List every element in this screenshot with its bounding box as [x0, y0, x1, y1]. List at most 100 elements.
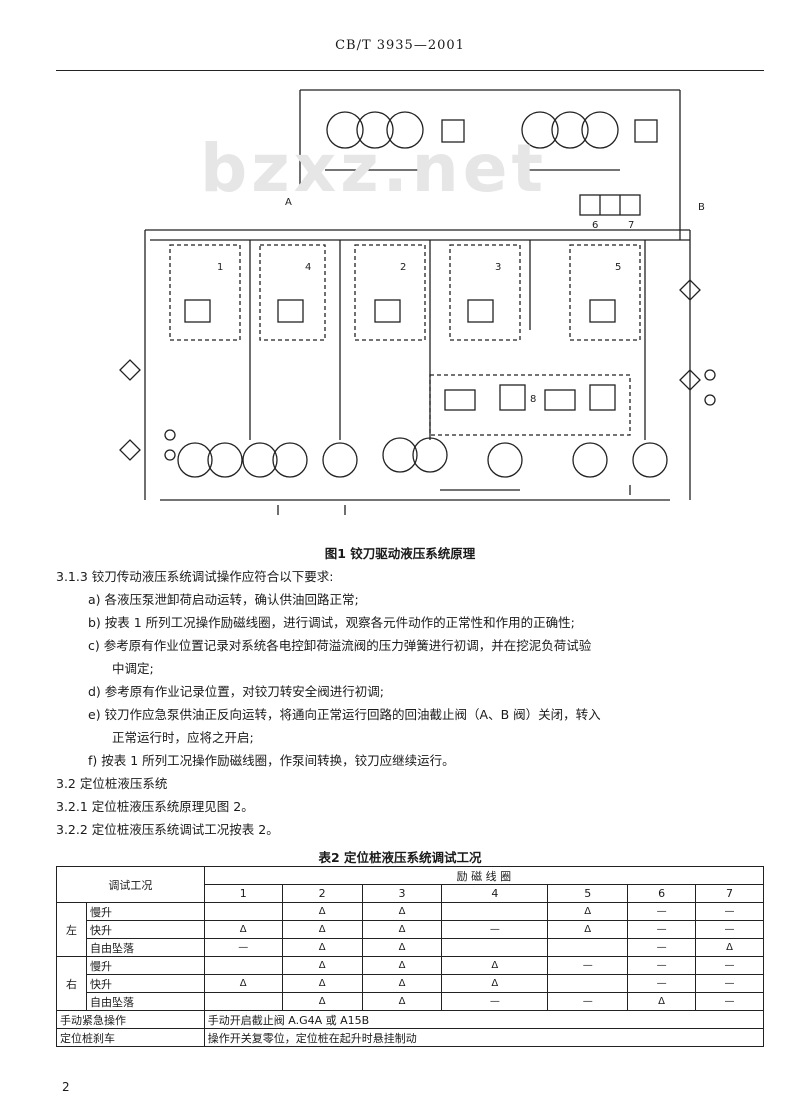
pile-brake-label: 定位桩刹车: [56, 1028, 205, 1047]
table-row: 自由坠落 Δ Δ — — Δ —: [57, 992, 764, 1011]
item-d: d) 参考原有作业记录位置，对铰刀转安全阀进行初调;: [88, 684, 384, 699]
table-cell: —: [547, 992, 629, 1011]
table-cell: Δ: [281, 902, 363, 921]
table2-title: 表2 定位桩液压系统调试工况: [318, 850, 482, 865]
table-cell: [547, 974, 629, 993]
table-cell: [203, 902, 283, 921]
table-cell: Δ: [281, 992, 363, 1011]
valve-label-2: 2: [400, 262, 406, 273]
table-cell: Δ: [695, 938, 764, 957]
pile-brake-value: 操作开关复零位，定位桩在起升时悬挂制动: [203, 1028, 765, 1047]
figure-caption: 图1 铰刀驱动液压系统原理: [324, 546, 476, 561]
table-cell: —: [695, 974, 764, 993]
row-label: 快升: [85, 920, 205, 939]
item-c-line1: c) 参考原有作业位置记录对系统各电控卸荷溢流阀的压力弹簧进行初调，并在挖泥负荷…: [88, 638, 592, 653]
table-cell: Δ: [627, 992, 697, 1011]
item-e-line1: e) 铰刀作应急泵供油正反向运转，将通向正常运行回路的回油截止阀（A、B 阀）关…: [88, 707, 601, 722]
table-cell: —: [627, 956, 697, 975]
table-cell: Δ: [281, 920, 363, 939]
para-3-2-1: 3.2.1 定位桩液压系统原理见图 2。: [56, 799, 254, 814]
table-cell: Δ: [361, 992, 443, 1011]
manual-operation-label: 手动紧急操作: [56, 1010, 205, 1029]
coil-number: 1: [203, 884, 283, 903]
para-3-2-2: 3.2.2 定位桩液压系统调试工况按表 2。: [56, 822, 279, 837]
coil-number: 6: [627, 884, 697, 903]
table-cell: [203, 956, 283, 975]
valve-label-1: 1: [217, 262, 223, 273]
table-row: 手动紧急操作 手动开启截止阀 A.G4A 或 A15B: [56, 1010, 765, 1029]
table-cell: Δ: [441, 974, 549, 993]
valve-label-8: 8: [530, 394, 536, 405]
table-row: 快升 Δ Δ Δ Δ — —: [57, 974, 764, 993]
table-cell: —: [695, 902, 764, 921]
standard-code-header: CB/T 3935—2001: [335, 38, 465, 53]
table-cell: Δ: [361, 938, 443, 957]
table-row: 右 慢升 Δ Δ Δ — — —: [56, 956, 764, 1011]
hydraulic-schematic-figure: 1 4 2 3 5 A B 6 7 8: [119, 89, 716, 515]
coil-number: 3: [361, 884, 443, 903]
table-cell: —: [695, 956, 764, 975]
group-label-left: 左: [56, 902, 87, 957]
table-row: 定位桩刹车 操作开关复零位，定位桩在起升时悬挂制动: [56, 1028, 765, 1047]
row-label: 慢升: [85, 902, 205, 921]
table-cell: —: [695, 920, 764, 939]
table-cell: Δ: [361, 902, 443, 921]
valve-label-a: A: [285, 197, 292, 208]
page-number: 2: [62, 1080, 70, 1094]
item-a: a) 各液压泵泄卸荷启动运转，确认供油回路正常;: [88, 592, 359, 607]
table-cell: Δ: [441, 956, 549, 975]
valve-label-7: 7: [628, 220, 634, 231]
valve-label-5: 5: [615, 262, 621, 273]
row-label: 快升: [85, 974, 205, 993]
table-cell: Δ: [361, 956, 443, 975]
row-label: 自由坠落: [85, 938, 205, 957]
table-row: 快升 Δ Δ Δ — Δ — —: [57, 920, 764, 939]
item-b: b) 按表 1 所列工况操作励磁线圈，进行调试，观察各元件动作的正常性和作用的正…: [88, 615, 575, 630]
table-cell: —: [441, 992, 549, 1011]
group-label-right: 右: [56, 956, 87, 1011]
table-cell: [441, 938, 549, 957]
table-cell: —: [547, 956, 629, 975]
table-cell: —: [627, 902, 697, 921]
coil-number: 7: [695, 884, 764, 903]
table-cell: [203, 992, 283, 1011]
table-cell: —: [441, 920, 549, 939]
coil-number: 4: [441, 884, 549, 903]
table-cell: Δ: [281, 938, 363, 957]
table-cell: Δ: [281, 974, 363, 993]
table-cell: Δ: [203, 974, 283, 993]
header-rule: [56, 70, 764, 71]
valve-label-6: 6: [592, 220, 598, 231]
table-cell: Δ: [361, 920, 443, 939]
para-3-1-3: 3.1.3 铰刀传动液压系统调试操作应符合以下要求:: [56, 569, 334, 584]
item-c-line2: 中调定;: [112, 661, 154, 676]
valve-label-4: 4: [305, 262, 311, 273]
manual-operation-value: 手动开启截止阀 A.G4A 或 A15B: [203, 1010, 765, 1029]
table-cell: Δ: [361, 974, 443, 993]
table-cell: —: [695, 992, 764, 1011]
row-label: 慢升: [85, 956, 205, 975]
coil-number: 2: [281, 884, 363, 903]
table-cell: Δ: [281, 956, 363, 975]
table2-header-coils: 励 磁 线 圈: [203, 866, 765, 885]
heading-3-2: 3.2 定位桩液压系统: [56, 776, 168, 791]
table-row: 左 慢升 Δ Δ Δ — —: [56, 902, 764, 957]
table-cell: —: [203, 938, 283, 957]
table-cell: [441, 902, 549, 921]
valve-label-3: 3: [495, 262, 501, 273]
row-label: 自由坠落: [85, 992, 205, 1011]
valve-label-b: B: [698, 202, 705, 213]
table-cell: [547, 938, 629, 957]
table2: 调试工况 励 磁 线 圈 1 2 3 4 5 6 7 左 慢升 Δ Δ Δ — …: [56, 866, 765, 1047]
watermark: bzxz.net: [200, 130, 548, 207]
table-cell: Δ: [547, 902, 629, 921]
table-row: 自由坠落 — Δ Δ — Δ: [57, 938, 764, 957]
item-e-line2: 正常运行时，应将之开启;: [112, 730, 254, 745]
table-cell: Δ: [547, 920, 629, 939]
table-cell: —: [627, 974, 697, 993]
item-f: f) 按表 1 所列工况操作励磁线圈，作泵间转换，铰刀应继续运行。: [88, 753, 455, 768]
section-body: 3.1.3 铰刀传动液压系统调试操作应符合以下要求: a) 各液压泵泄卸荷启动运…: [56, 565, 764, 841]
table2-header-condition: 调试工况: [56, 866, 205, 903]
table-cell: —: [627, 920, 697, 939]
table-cell: Δ: [203, 920, 283, 939]
